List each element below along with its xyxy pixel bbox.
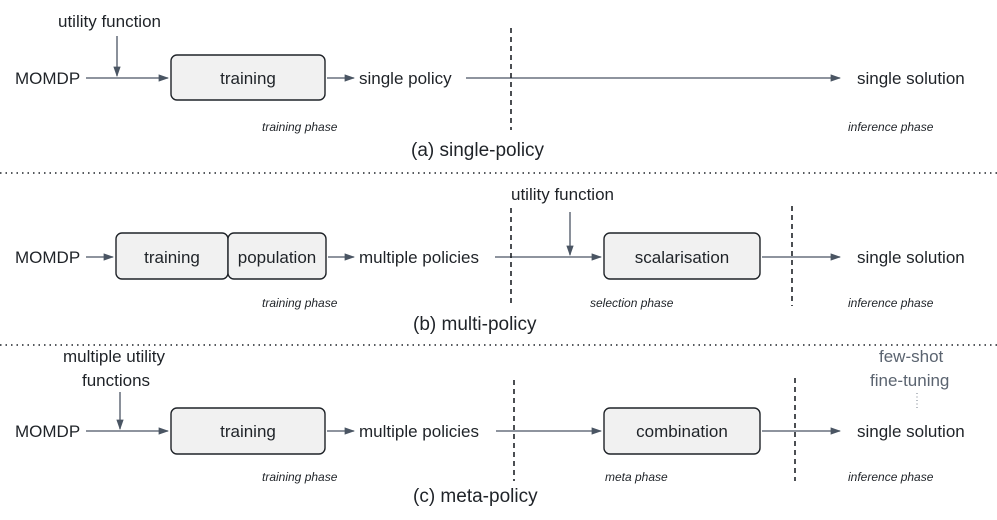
multi-population-box: [227, 232, 327, 280]
multi-policies-label: multiple policies: [359, 248, 479, 267]
single-solution-label: single solution: [857, 69, 965, 88]
meta-training-label: training: [220, 422, 276, 441]
multi-solution-label: single solution: [857, 248, 965, 267]
single-training-label: training: [220, 69, 276, 88]
single-policy-label: single policy: [359, 69, 452, 88]
multi-training-label: training: [144, 248, 200, 267]
meta-input-label: MOMDP: [15, 422, 80, 441]
single-caption: (a) single-policy: [411, 140, 545, 161]
multi-scalarisation-label: scalarisation: [635, 248, 730, 267]
meta-combination-label: combination: [636, 422, 728, 441]
multi-input-label: MOMDP: [15, 248, 80, 267]
meta-note-line1: few-shot: [879, 347, 944, 366]
multi-phase-selection: selection phase: [590, 296, 674, 310]
meta-caption: (c) meta-policy: [413, 486, 538, 507]
meta-utility-label-1: multiple utility: [63, 347, 166, 366]
multi-utility-label: utility function: [511, 185, 614, 204]
section-single-policy: utility function MOMDP training single p…: [15, 12, 965, 161]
multi-scalarisation-box: [603, 232, 761, 280]
section-multi-policy: MOMDP training population multiple polic…: [15, 185, 965, 335]
meta-note-line2: fine-tuning: [870, 371, 949, 390]
multi-caption: (b) multi-policy: [413, 314, 537, 335]
section-meta-policy: multiple utility functions MOMDP trainin…: [15, 347, 965, 507]
meta-phase-training: training phase: [262, 470, 338, 484]
multi-phase-training: training phase: [262, 296, 338, 310]
meta-solution-label: single solution: [857, 422, 965, 441]
multi-population-label: population: [238, 248, 316, 267]
meta-combination-box: [603, 407, 761, 455]
single-phase-inference: inference phase: [848, 120, 934, 134]
meta-policies-label: multiple policies: [359, 422, 479, 441]
meta-phase-inference: inference phase: [848, 470, 934, 484]
meta-training-box: [170, 407, 326, 455]
single-utility-label: utility function: [58, 12, 161, 31]
meta-utility-label-2: functions: [82, 371, 150, 390]
single-training-box: [170, 54, 326, 101]
meta-phase-meta: meta phase: [605, 470, 668, 484]
single-input-label: MOMDP: [15, 69, 80, 88]
multi-phase-inference: inference phase: [848, 296, 934, 310]
single-phase-training: training phase: [262, 120, 338, 134]
